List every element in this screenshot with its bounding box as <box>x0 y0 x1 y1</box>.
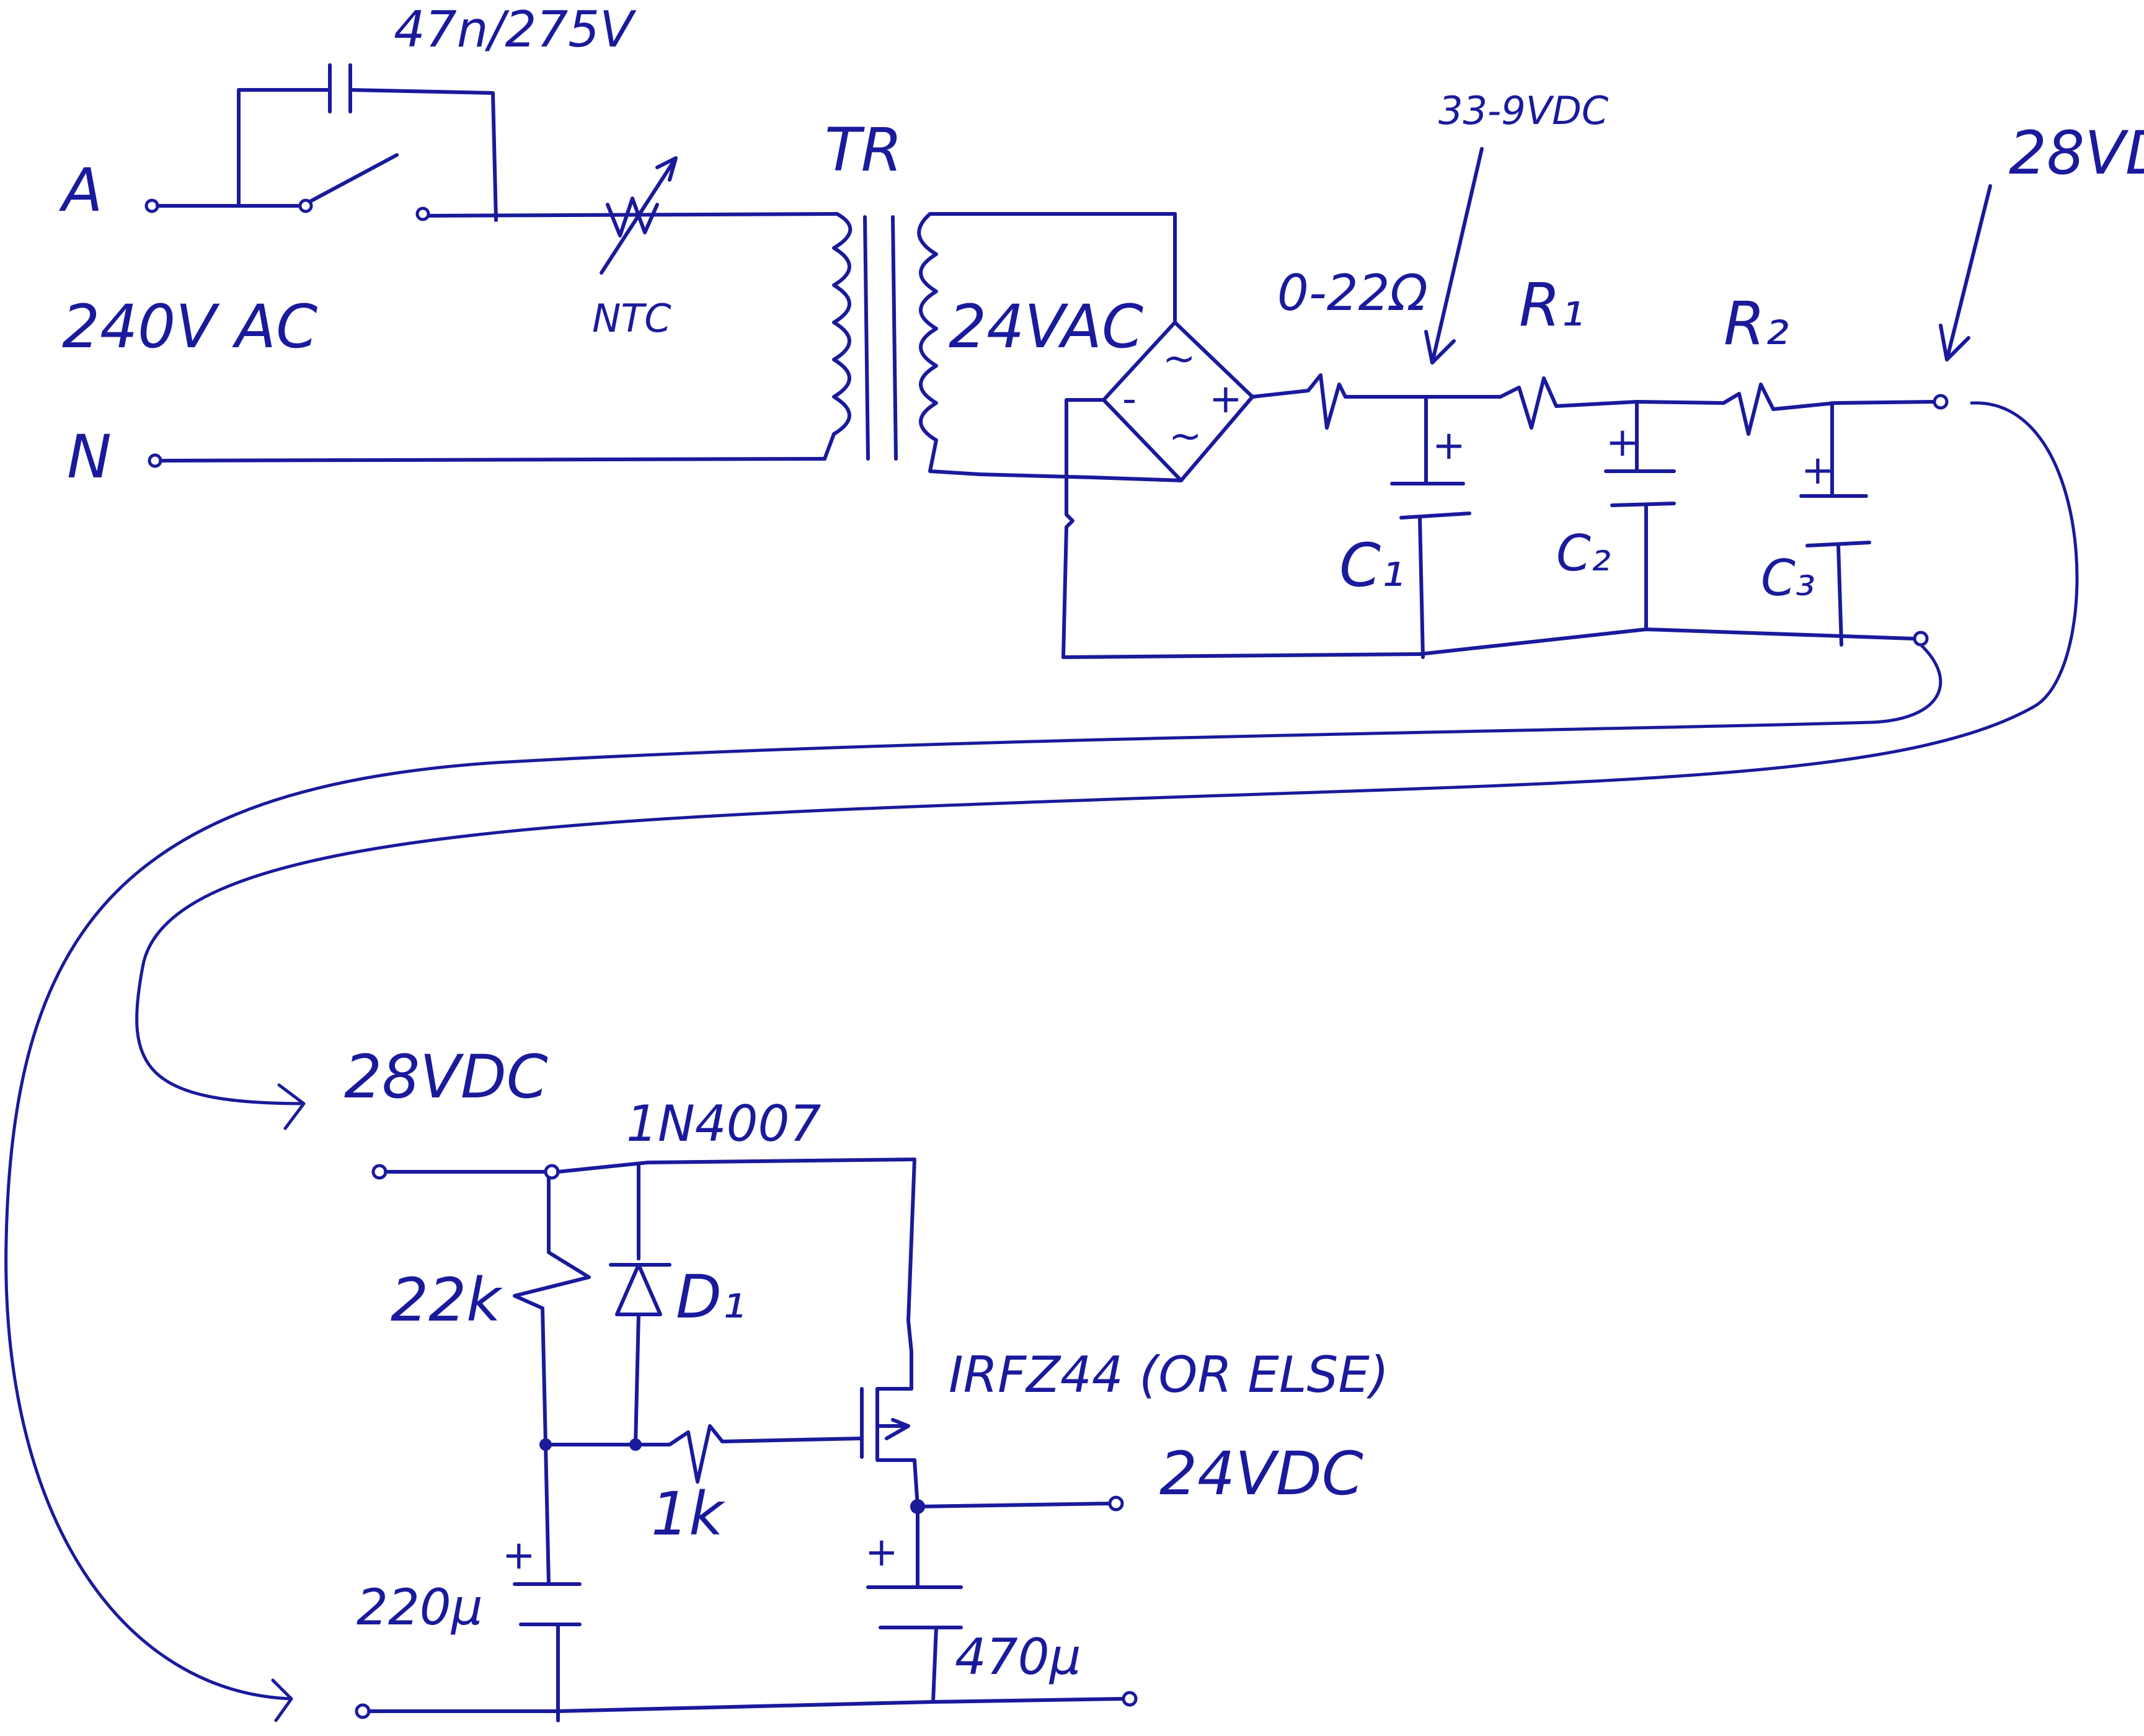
wire-bypass-right <box>348 88 498 222</box>
c3-label: C₃ <box>1761 549 1815 607</box>
transformer-secondary-winding <box>917 212 1177 476</box>
cap-out-polarity: + <box>865 1530 898 1575</box>
switch-contact <box>415 206 430 221</box>
resistor-22k-label: 22k <box>391 1265 503 1335</box>
input-voltage-label: 28VDC <box>344 1042 548 1112</box>
wire-mosfet-source <box>913 1458 919 1508</box>
transformer-core <box>863 215 898 461</box>
output-28vdc-pin <box>1933 394 1949 410</box>
bypass-capacitor-symbol <box>328 63 352 113</box>
c1-plate-minus <box>1399 512 1471 520</box>
resistor-r1-label: R₁ <box>1519 270 1584 340</box>
bridge-ac-bottom: ~ <box>1169 414 1202 459</box>
output-voltage-label-lower: 24VDC <box>1159 1439 1363 1508</box>
interconnect <box>4 401 2079 1722</box>
resistor-r2 <box>1722 383 1837 436</box>
output-24vdc-pin <box>1108 1495 1124 1512</box>
wire-cap-in-top <box>544 1443 551 1586</box>
terminal-n-label: N <box>67 422 112 492</box>
transformer-label: TR <box>825 115 902 185</box>
bridge-minus: - <box>1122 376 1136 422</box>
resistor-r1 <box>1499 376 1639 430</box>
wire-mosfet-drain <box>906 1158 916 1391</box>
c2-label: C₂ <box>1556 525 1611 582</box>
resistor-r2-label: R₂ <box>1724 289 1789 358</box>
output-voltage-arrow <box>1939 184 1992 361</box>
c1-polarity: + <box>1432 423 1466 469</box>
wire-lower-ground-rail <box>367 1697 1124 1713</box>
wire-switch-to-transformer <box>427 212 839 218</box>
wire-top-rail-2 <box>1635 400 1725 405</box>
wire-c1-bottom <box>1418 516 1425 659</box>
wire-secondary-to-bridge-bottom <box>978 472 1183 482</box>
positive-link-curve <box>135 401 2079 1130</box>
cap-in-polarity: + <box>502 1533 536 1579</box>
wire-input-to-drain <box>556 1158 916 1174</box>
c2-plate-minus <box>1610 502 1676 507</box>
series-resistor-label: 0-22Ω <box>1277 264 1428 322</box>
output-voltage-label: 28VDC <box>2009 118 2144 188</box>
series-resistor <box>1251 373 1397 430</box>
resistor-1k <box>544 1424 864 1484</box>
mosfet-channel <box>875 1387 916 1462</box>
mosfet-label: IRFZ44 (OR ELSE) <box>949 1346 1389 1404</box>
wire-n-to-transformer <box>159 457 826 463</box>
resistor-22k <box>513 1176 591 1446</box>
transformer-primary-winding <box>823 212 853 461</box>
switch-pivot <box>298 198 313 213</box>
wire-diode-bottom <box>634 1313 640 1446</box>
output-ground-pin <box>1913 631 1929 647</box>
cap-in-label: 220μ <box>357 1579 483 1636</box>
diode-ref-label: D₁ <box>676 1262 745 1332</box>
mains-voltage-label: 240V AC <box>62 292 317 361</box>
wire-ground-rail <box>1061 627 1915 659</box>
output-ground-pin-lower <box>1122 1691 1138 1707</box>
ntc-arrow <box>600 156 678 275</box>
ntc-label: NTC <box>592 296 671 341</box>
diode-triangle <box>615 1263 662 1316</box>
upper-circuit: A 47n/275V NTC N 240V AC TR 24VAC ~ ~ - <box>58 1 2144 659</box>
node-voltage-label: 33-9VDC <box>1438 88 1609 133</box>
wire-bypass-left <box>237 88 330 208</box>
ntc-body <box>606 197 659 237</box>
terminal-a-label: A <box>58 156 103 225</box>
wire-cap-out-bottom <box>931 1626 938 1704</box>
c2-polarity: + <box>1606 420 1639 466</box>
switch-blade <box>308 153 399 203</box>
ground-link-curve <box>4 643 1942 1722</box>
wire-output <box>916 1502 1112 1508</box>
wire-top-rail-3 <box>1833 400 1936 405</box>
cap-out-label: 470μ <box>955 1628 1081 1686</box>
node-voltage-arrow <box>1424 147 1484 365</box>
lower-circuit: 28VDC 1N4007 22k D₁ 1k IRFZ44 (OR ELSE) … <box>344 1042 1389 1722</box>
resistor-1k-label: 1k <box>651 1479 725 1549</box>
wire-bridge-minus-to-ground <box>1061 398 1105 659</box>
wire-c3-bottom <box>1836 544 1843 647</box>
bypass-capacitor-label: 47n/275V <box>394 1 637 58</box>
bridge-ac-top: ~ <box>1163 336 1196 382</box>
c3-polarity: + <box>1801 448 1835 494</box>
c1-label: C₁ <box>1339 531 1405 600</box>
secondary-voltage-label: 24VAC <box>949 292 1143 361</box>
diode-part-label: 1N4007 <box>626 1095 821 1153</box>
bridge-plus: + <box>1209 376 1243 422</box>
